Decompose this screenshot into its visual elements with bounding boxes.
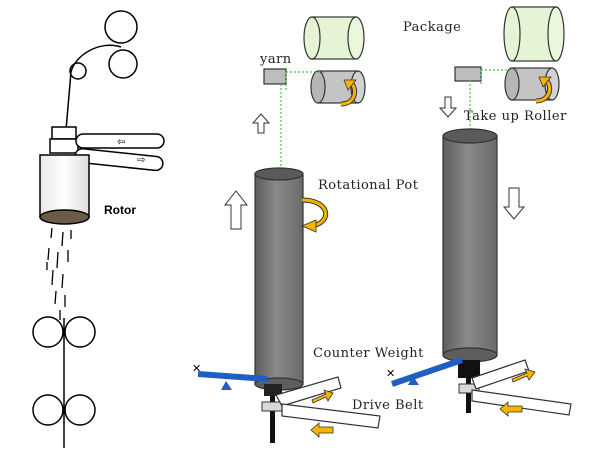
- belt-direction-arrow-icon: [310, 389, 334, 438]
- package-label: Package: [403, 20, 461, 35]
- right-arrow-icon: ⇨: [137, 155, 145, 166]
- rotor-body: [39, 154, 90, 218]
- spindle-left: [264, 384, 282, 396]
- rotor-spinning-assembly: ⇦ ⇨ Rotor: [32, 10, 165, 448]
- feed-paddle-upper: [75, 133, 165, 149]
- drive-belt-right-lower: [471, 389, 572, 416]
- drafting-roller-4: [64, 394, 96, 426]
- rotor-neck: [49, 138, 79, 154]
- yarn-path-top: [65, 44, 122, 131]
- take-up-roller-left: [310, 70, 366, 107]
- take-up-roller-label: Take up Roller: [464, 109, 567, 124]
- cross-mark-icon: ✕: [386, 367, 395, 380]
- spindle-right: [458, 360, 480, 378]
- yarn-path-left: [280, 71, 324, 176]
- cross-mark-icon: ✕: [192, 362, 201, 375]
- up-arrow-icon: [251, 113, 271, 134]
- take-up-roller-right: [504, 67, 560, 104]
- counter-weight-lever-right: [391, 357, 463, 387]
- rotor-bottom: [39, 209, 90, 225]
- yarn-guide-left: [263, 68, 287, 85]
- yarn-label: yarn: [259, 52, 292, 67]
- drive-belt-right-upper: [471, 359, 530, 390]
- down-arrow-icon: [438, 96, 458, 118]
- up-arrow-icon: [223, 190, 249, 230]
- rotational-pot-label: Rotational Pot: [318, 178, 419, 193]
- package-left: [303, 16, 365, 60]
- top-roller-upper: [104, 10, 138, 44]
- yarn-guide-right: [454, 66, 482, 82]
- counter-weight-lever-left: [197, 371, 268, 382]
- rotor-label: Rotor: [104, 203, 136, 217]
- drive-belt-label: Drive Belt: [352, 398, 424, 413]
- pivot-triangle-icon: [408, 376, 419, 385]
- rotor-collar: [51, 126, 77, 140]
- drafting-roller-3: [32, 394, 64, 426]
- yarn-path-right: [469, 69, 518, 130]
- pivot-triangle-icon: [221, 381, 232, 390]
- rotational-pot-left: [254, 173, 304, 385]
- drafting-roller-1: [32, 316, 64, 348]
- left-arrow-icon: ⇦: [117, 137, 125, 148]
- package-right: [503, 6, 565, 62]
- rotational-pot-right: [442, 135, 498, 356]
- drafting-roller-2: [64, 316, 96, 348]
- guide-roller: [69, 62, 87, 80]
- pot-spinning-right: Package Take up Roller ✕: [386, 6, 572, 417]
- belt-direction-arrow-icon: [499, 368, 536, 417]
- top-roller-lower: [108, 49, 138, 79]
- down-arrow-icon: [502, 187, 526, 220]
- pot-spinning-left: yarn Rotational Pot ✕ Counter Weight Dri…: [192, 16, 424, 443]
- fibre-stream: [46, 227, 72, 320]
- counter-weight-label: Counter Weight: [313, 346, 424, 361]
- drive-belt-left-lower: [281, 403, 381, 429]
- drive-belt-left-upper: [275, 376, 342, 407]
